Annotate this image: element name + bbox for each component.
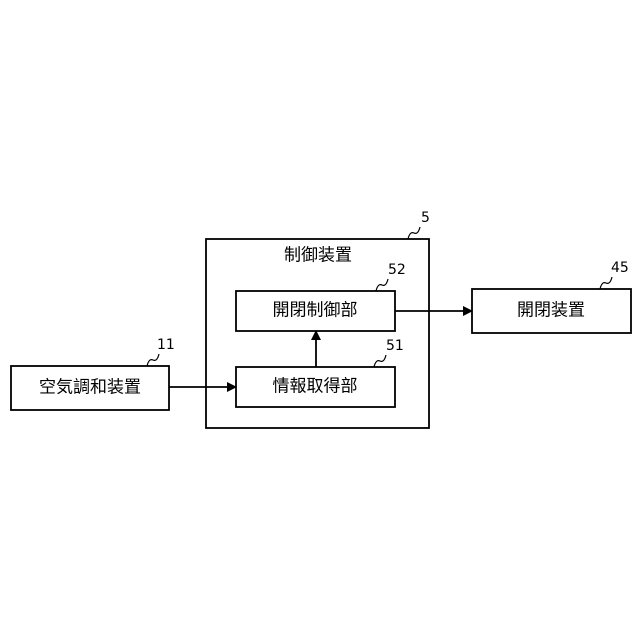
ref-number-5: 5 xyxy=(421,211,430,225)
leader-ref-11 xyxy=(147,354,159,366)
leader-ref-45 xyxy=(600,277,612,289)
info-acquisition-label: 情報取得部 xyxy=(273,379,358,396)
ref-number-52: 52 xyxy=(388,263,406,277)
ref-number-51: 51 xyxy=(386,339,404,353)
leader-ref-52 xyxy=(376,279,388,291)
open-close-device-label: 開閉装置 xyxy=(517,303,585,320)
leader-ref-51 xyxy=(374,355,386,367)
ref-number-11: 11 xyxy=(157,338,175,352)
air-conditioner-label: 空気調和装置 xyxy=(39,380,141,397)
open-close-control-label: 開閉制御部 xyxy=(273,303,358,320)
control-device-title: 制御装置 xyxy=(284,248,352,265)
leader-ref-5 xyxy=(408,227,420,239)
ref-number-45: 45 xyxy=(611,261,629,275)
